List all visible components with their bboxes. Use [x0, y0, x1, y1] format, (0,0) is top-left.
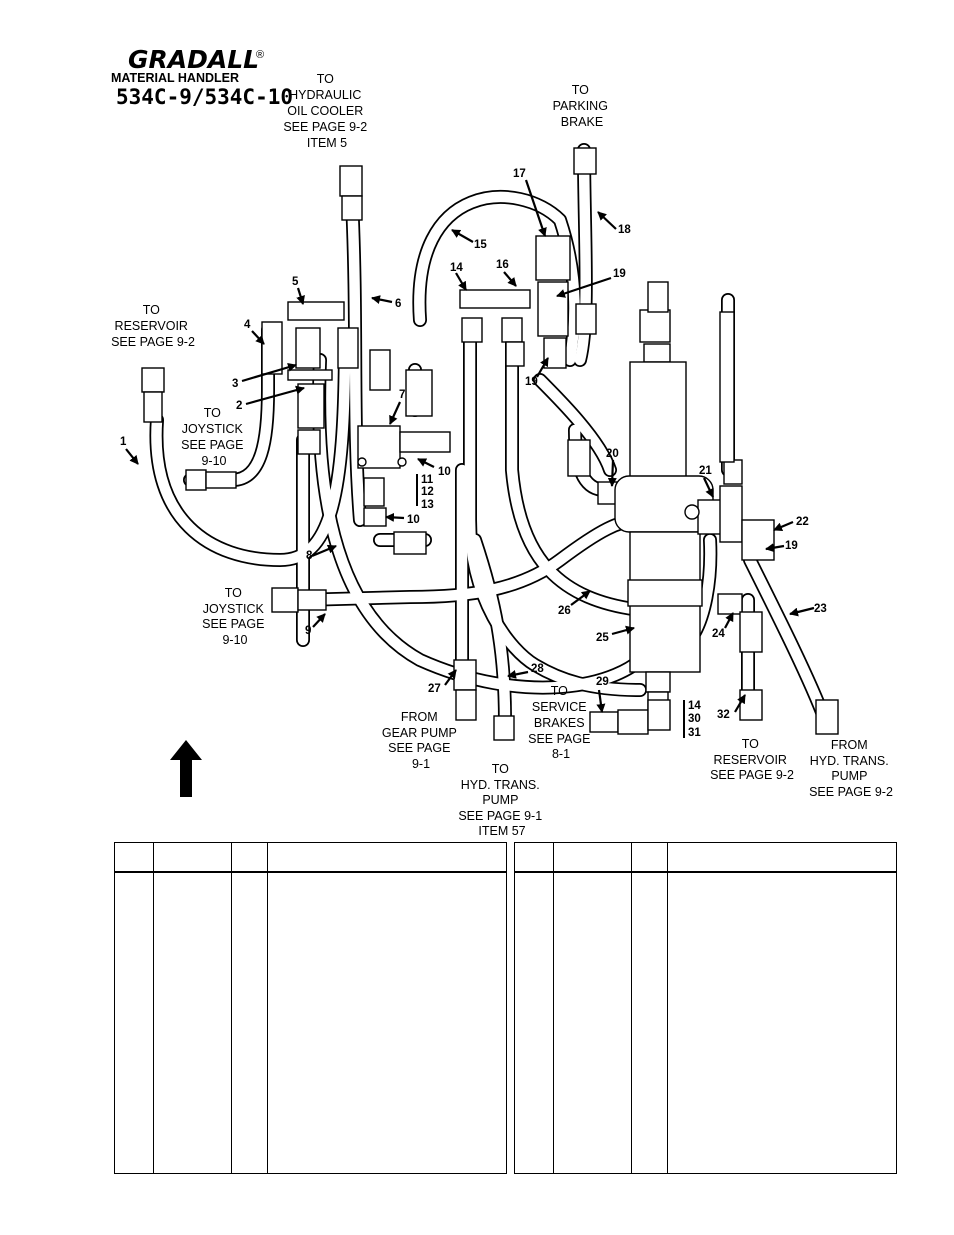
callout-to-joystick-lower: TO JOYSTICK SEE PAGE 9-10	[202, 586, 268, 647]
item-number: 3	[232, 378, 238, 390]
table-column-divider	[267, 843, 268, 1173]
item-number-labels: 1 2 3 4 5 6 7 8 9 10 10 11 12 13 14 15 1…	[120, 168, 827, 739]
item-number: 19	[613, 268, 626, 280]
fittings	[141, 147, 839, 741]
item-number: 6	[395, 298, 401, 310]
item-number: 5	[292, 276, 299, 288]
item-number: 4	[244, 319, 251, 331]
logo-registered: ®	[256, 49, 264, 61]
item-number: 16	[496, 259, 509, 271]
item-number: 27	[428, 683, 441, 695]
item-number: 21	[699, 465, 712, 477]
callout-to-reservoir-right: TO RESERVOIR SEE PAGE 9-2	[710, 737, 794, 782]
item-number: 7	[399, 389, 405, 401]
table-column-divider	[553, 843, 554, 1173]
item-number: 19	[525, 376, 538, 388]
item-number: 10	[407, 514, 420, 526]
table-header-row	[515, 843, 896, 873]
group-brackets	[416, 474, 685, 738]
item-number: 25	[596, 632, 609, 644]
callout-from-gear-pump: FROM GEAR PUMP SEE PAGE 9-1	[382, 710, 460, 771]
item-number: 29	[596, 676, 609, 688]
callout-to-hyd-trans-pump: TO HYD. TRANS. PUMP SEE PAGE 9-1 ITEM 57	[458, 762, 545, 838]
item-number: 18	[618, 224, 631, 236]
logo-brand: GRADALL	[128, 45, 259, 74]
parts-list-table-right	[514, 842, 897, 1174]
item-number: 30	[688, 713, 701, 725]
item-number: 14	[450, 262, 463, 274]
item-number: 14	[688, 700, 701, 712]
item-number: 13	[421, 499, 434, 511]
leader-arrows	[125, 179, 815, 713]
callout-to-service-brakes: TO SERVICE BRAKES SEE PAGE 8-1	[528, 684, 594, 761]
item-number: 8	[306, 550, 313, 562]
callout-labels: TO HYDRAULIC OIL COOLER SEE PAGE 9-2 ITE…	[111, 72, 893, 838]
item-number: 12	[421, 486, 434, 498]
item-number: 11	[421, 474, 434, 486]
gradall-logo: GRADALL ® MATERIAL HANDLER 534C-9/534C-1…	[111, 45, 293, 109]
callout-to-hydraulic-oil-cooler: TO HYDRAULIC OIL COOLER SEE PAGE 9-2 ITE…	[283, 72, 370, 150]
item-number: 24	[712, 628, 725, 640]
item-number: 31	[688, 727, 701, 739]
table-column-divider	[631, 843, 632, 1173]
orientation-arrow	[170, 740, 202, 797]
table-column-divider	[231, 843, 232, 1173]
item-number: 26	[558, 605, 571, 617]
item-number: 15	[474, 239, 487, 251]
item-number: 28	[531, 663, 544, 675]
item-number: 32	[717, 709, 730, 721]
item-number: 9	[305, 625, 311, 637]
logo-model: 534C-9/534C-10	[116, 85, 293, 109]
item-number: 2	[236, 400, 242, 412]
table-header-row	[115, 843, 506, 873]
item-number: 20	[606, 448, 619, 460]
item-number: 1	[120, 436, 127, 448]
item-number: 22	[796, 516, 809, 528]
logo-subtitle: MATERIAL HANDLER	[111, 71, 239, 85]
table-column-divider	[153, 843, 154, 1173]
table-column-divider	[667, 843, 668, 1173]
callout-to-parking-brake: TO PARKING BRAKE	[553, 83, 612, 129]
item-number: 10	[438, 466, 451, 478]
callout-from-hyd-trans-pump: FROM HYD. TRANS. PUMP SEE PAGE 9-2	[809, 738, 893, 799]
item-number: 19	[785, 540, 798, 552]
item-number: 23	[814, 603, 827, 615]
callout-to-joystick-upper: TO JOYSTICK SEE PAGE 9-10	[181, 406, 247, 468]
item-number: 17	[513, 168, 526, 180]
callout-to-reservoir-left: TO RESERVOIR SEE PAGE 9-2	[111, 303, 195, 349]
parts-list-table-left	[114, 842, 507, 1174]
